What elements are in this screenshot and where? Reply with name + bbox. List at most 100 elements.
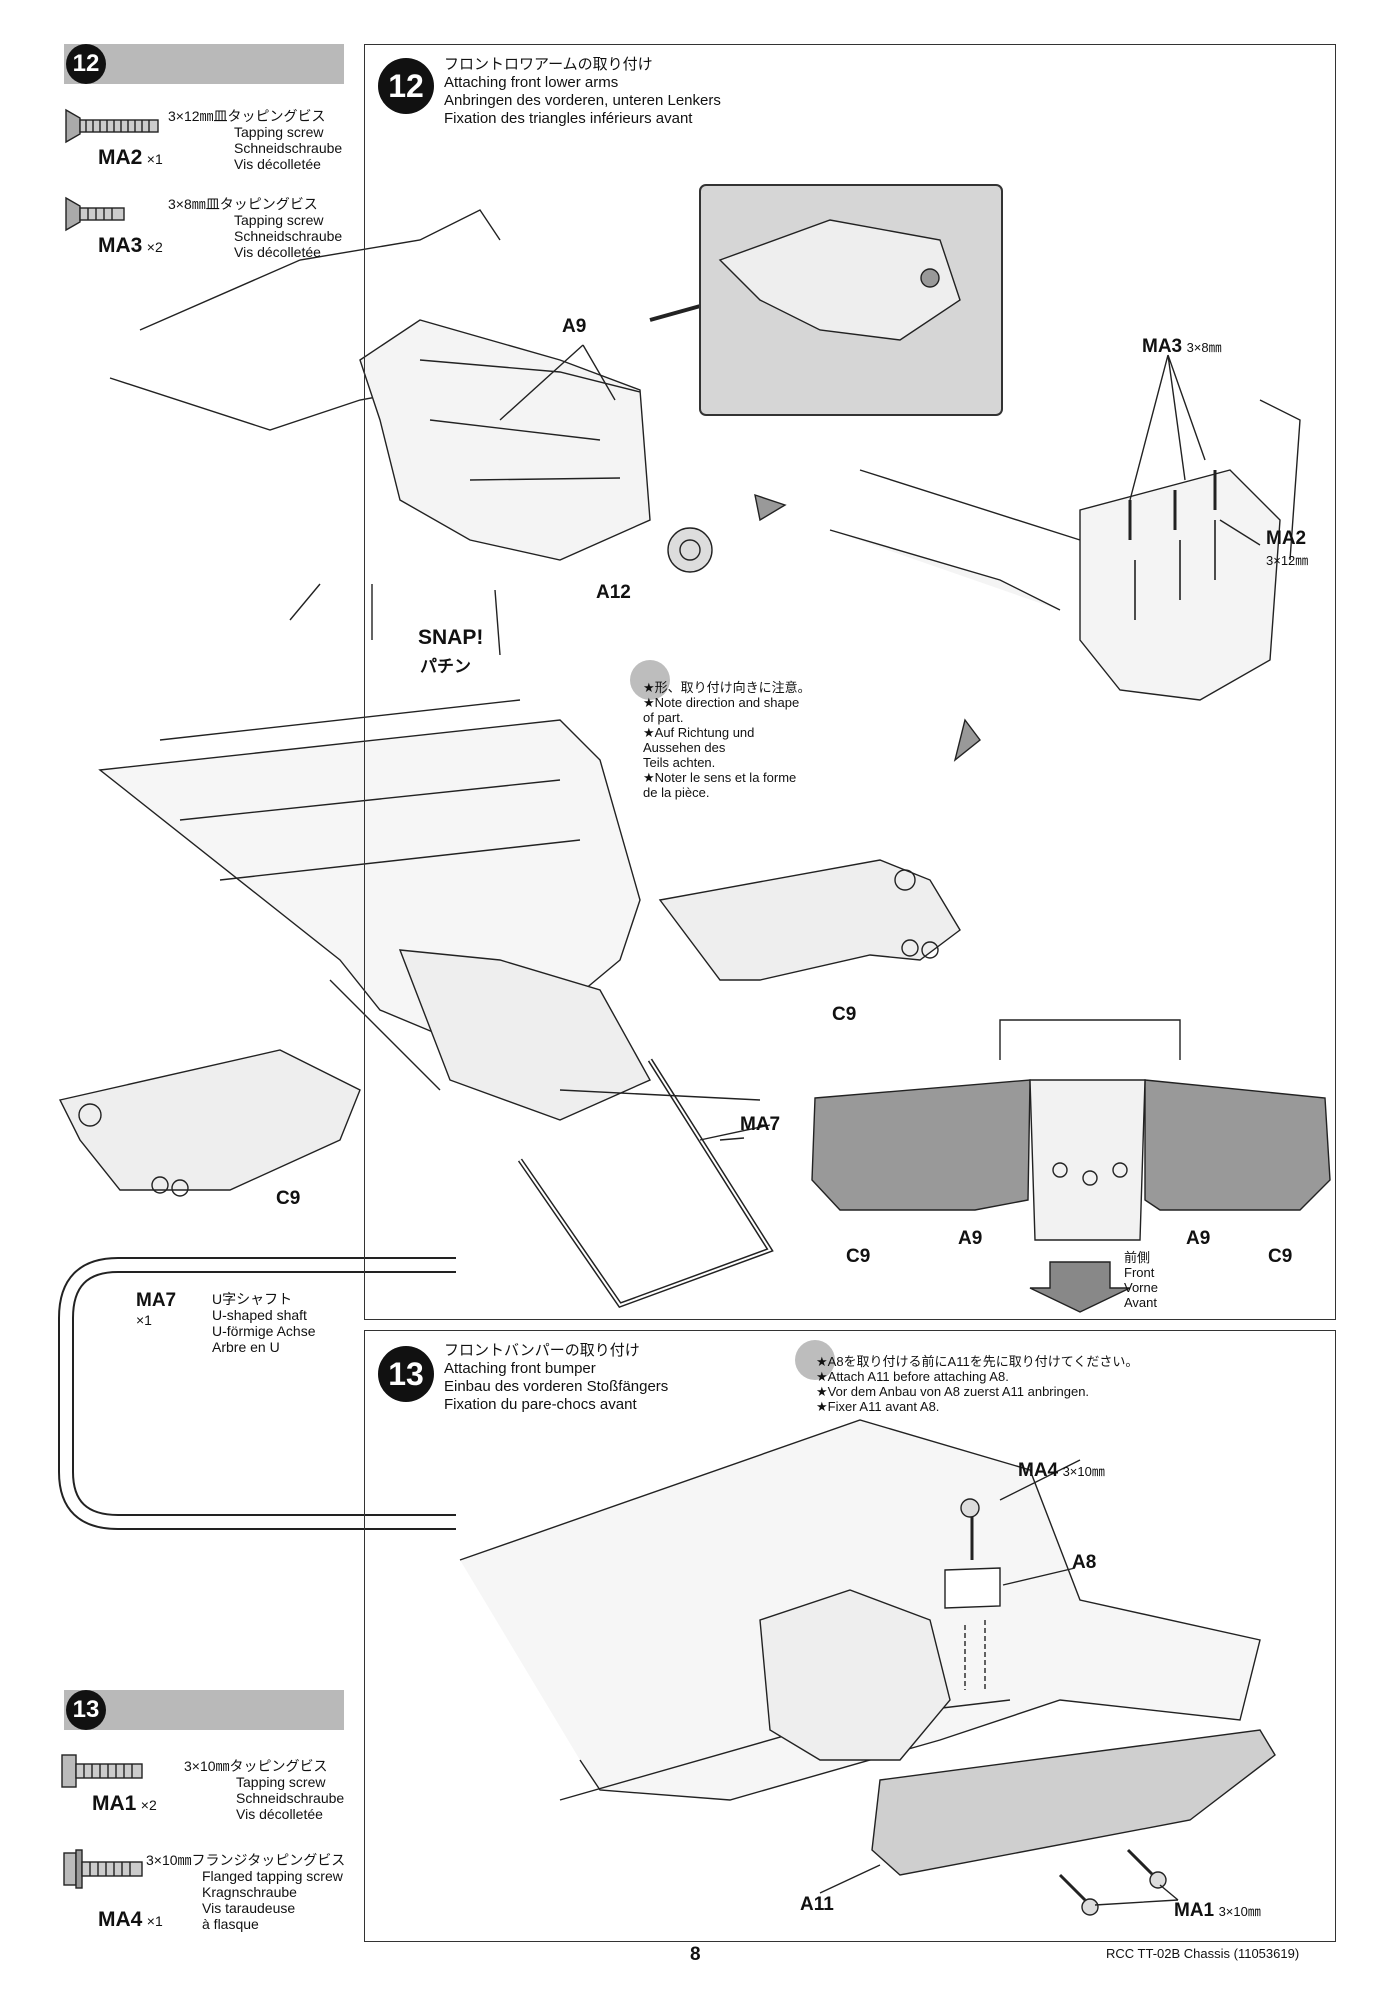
chassis-drawing-arms bbox=[58, 699, 961, 1309]
ma1-name-de: Schneidschraube bbox=[236, 1790, 345, 1806]
ma4-label-code: MA4 bbox=[1018, 1460, 1059, 1481]
step12-title-block: フロントロワアームの取り付け Attaching front lower arm… bbox=[444, 56, 721, 128]
label-bottom-c9-right: C9 bbox=[1268, 1246, 1293, 1267]
ma2-qty: ×1 bbox=[146, 151, 163, 167]
step13-title-block: フロントバンパーの取り付け Attaching front bumper Ein… bbox=[444, 1342, 668, 1414]
ma4-name-de: Kragnschraube bbox=[202, 1884, 297, 1900]
ma3-code: MA3 bbox=[98, 234, 143, 257]
front-en: Front bbox=[1124, 1265, 1155, 1280]
ma4-code-row: MA4 ×1 bbox=[98, 1908, 163, 1932]
label-bottom-a9-left: A9 bbox=[958, 1228, 983, 1249]
ma2-name-de: Schneidschraube bbox=[234, 140, 343, 156]
footer-model: RCC TT-02B Chassis (11053619) bbox=[1106, 1946, 1300, 1961]
chassis-drawing-top bbox=[109, 209, 922, 656]
bumper-assembly-drawing bbox=[459, 1419, 1276, 1916]
step12-frame bbox=[364, 44, 1336, 1320]
label-snap: SNAP! bbox=[418, 626, 484, 649]
ma4-code: MA4 bbox=[98, 1908, 143, 1931]
label-ma3-right: MA3 3×8㎜ bbox=[1142, 336, 1222, 358]
step13-order-note: ★A8を取り付ける前にA11を先に取り付けてください。 ★Attach A11 … bbox=[816, 1354, 1138, 1414]
ma4-part-names: 3×10㎜フランジタッピングビス Flanged tapping screw K… bbox=[146, 1852, 345, 1932]
step13-title-en: Attaching front bumper bbox=[444, 1360, 596, 1377]
note12-line4: ★Auf Richtung und bbox=[643, 725, 755, 740]
step13-title-fr: Fixation du pare-chocs avant bbox=[444, 1396, 637, 1413]
front-fr: Avant bbox=[1124, 1295, 1158, 1310]
label-a9-top: A9 bbox=[562, 316, 587, 337]
ma4-qty: ×1 bbox=[146, 1913, 163, 1929]
ma3-code-row: MA3 ×2 bbox=[98, 234, 163, 258]
ma1-screw-icon bbox=[61, 1754, 143, 1788]
note12-line5: Aussehen des bbox=[643, 740, 726, 755]
label-c9-left-arm: C9 bbox=[276, 1188, 301, 1209]
note12-line2: ★Note direction and shape bbox=[643, 695, 800, 710]
ma1-code-row: MA1 ×2 bbox=[92, 1792, 157, 1816]
ma7-part-names: U字シャフト U-shaped shaft U-förmige Achse Ar… bbox=[212, 1291, 315, 1355]
note13-line1: ★A8を取り付ける前にA11を先に取り付けてください。 bbox=[816, 1354, 1139, 1369]
ma3-right-size: 3×8㎜ bbox=[1186, 340, 1222, 355]
label-snap-jp: パチン bbox=[420, 657, 471, 676]
step12-title-en: Attaching front lower arms bbox=[444, 74, 619, 91]
label-ma7: MA7 bbox=[740, 1114, 781, 1135]
ma2-part-names: 3×12㎜皿タッピングビス Tapping screw Schneidschra… bbox=[168, 108, 342, 172]
ma3-name-fr: Vis décolletée bbox=[234, 244, 321, 260]
ma4-flange-screw-icon bbox=[63, 1849, 143, 1889]
label-c9-right-arm: C9 bbox=[832, 1004, 857, 1025]
ma1-part-names: 3×10㎜タッピングビス Tapping screw Schneidschrau… bbox=[184, 1758, 344, 1822]
ma1-qty: ×2 bbox=[140, 1797, 157, 1813]
ma3-name-jp: 3×8㎜皿タッピングビス bbox=[168, 196, 318, 212]
note13-line4: ★Fixer A11 avant A8. bbox=[816, 1399, 940, 1414]
ma1-label-size: 3×10㎜ bbox=[1218, 1904, 1261, 1919]
note13-line2: ★Attach A11 before attaching A8. bbox=[816, 1369, 1009, 1384]
ma1-label-code: MA1 bbox=[1174, 1900, 1215, 1921]
ma7-name-jp: U字シャフト bbox=[212, 1291, 293, 1307]
ma7-qty: ×1 bbox=[136, 1312, 152, 1328]
note12-line6: Teils achten. bbox=[643, 755, 716, 770]
ma2-code: MA2 bbox=[98, 146, 143, 169]
arms-detail-drawing bbox=[811, 1019, 1331, 1313]
note13-line3: ★Vor dem Anbau von A8 zuerst A11 anbring… bbox=[816, 1384, 1090, 1399]
ma3-name-de: Schneidschraube bbox=[234, 228, 343, 244]
ma7-name-en: U-shaped shaft bbox=[212, 1307, 307, 1323]
label-ma2-right: MA2 3×12㎜ bbox=[1266, 528, 1308, 569]
ma2-code-row: MA2 ×1 bbox=[98, 146, 163, 170]
step13-title-jp: フロントバンパーの取り付け bbox=[444, 1342, 640, 1359]
ma4-name-fr2: à flasque bbox=[202, 1916, 259, 1932]
label-bottom-a9-right: A9 bbox=[1186, 1228, 1211, 1249]
ma3-qty: ×2 bbox=[146, 239, 163, 255]
ma2-name-fr: Vis décolletée bbox=[234, 156, 321, 172]
label-ma1: MA1 3×10㎜ bbox=[1174, 1900, 1261, 1922]
step13-frame bbox=[364, 1330, 1336, 1942]
ma1-name-jp: 3×10㎜タッピングビス bbox=[184, 1758, 328, 1774]
note12-line7: ★Noter le sens et la forme bbox=[643, 770, 797, 785]
ma7-name-de: U-förmige Achse bbox=[212, 1323, 316, 1339]
ma1-name-en: Tapping screw bbox=[236, 1774, 326, 1790]
note12-line1: ★形、取り付け向きに注意。 bbox=[643, 680, 811, 695]
ma3-right-code: MA3 bbox=[1142, 336, 1183, 357]
ma7-name-fr: Arbre en U bbox=[212, 1339, 280, 1355]
ma2-screw-icon bbox=[65, 108, 159, 144]
ma1-code: MA1 bbox=[92, 1792, 137, 1815]
label-a8: A8 bbox=[1072, 1552, 1097, 1573]
step12-sidebar-header-bar bbox=[64, 44, 344, 84]
step12-title-fr: Fixation des triangles inférieurs avant bbox=[444, 110, 693, 127]
step12-sidebar-badge: 12 bbox=[66, 44, 106, 84]
step13-sidebar-badge: 13 bbox=[66, 1690, 106, 1730]
step12-title-jp: フロントロワアームの取り付け bbox=[444, 56, 653, 73]
label-bottom-c9-left: C9 bbox=[846, 1246, 871, 1267]
ma3-screw-icon bbox=[65, 196, 125, 232]
note12-line8: de la pièce. bbox=[643, 785, 710, 800]
ma2-name-jp: 3×12㎜皿タッピングビス bbox=[168, 108, 326, 124]
label-ma4: MA4 3×10㎜ bbox=[1018, 1460, 1105, 1482]
ma7-code: MA7 bbox=[136, 1290, 177, 1311]
step12-title-de: Anbringen des vorderen, unteren Lenkers bbox=[444, 92, 721, 109]
ma7-code-block: MA7 ×1 bbox=[136, 1290, 176, 1328]
chassis-drawing-right bbox=[829, 399, 1301, 701]
step13-badge: 13 bbox=[378, 1346, 434, 1402]
page-number: 8 bbox=[690, 1944, 701, 1965]
label-front-direction: 前側 Front Vorne Avant bbox=[1124, 1250, 1158, 1310]
step13-title-de: Einbau des vorderen Stoßfängers bbox=[444, 1378, 669, 1395]
step12-badge: 12 bbox=[378, 58, 434, 114]
ma3-part-names: 3×8㎜皿タッピングビス Tapping screw Schneidschrau… bbox=[168, 196, 342, 260]
ma4-name-en: Flanged tapping screw bbox=[202, 1868, 343, 1884]
